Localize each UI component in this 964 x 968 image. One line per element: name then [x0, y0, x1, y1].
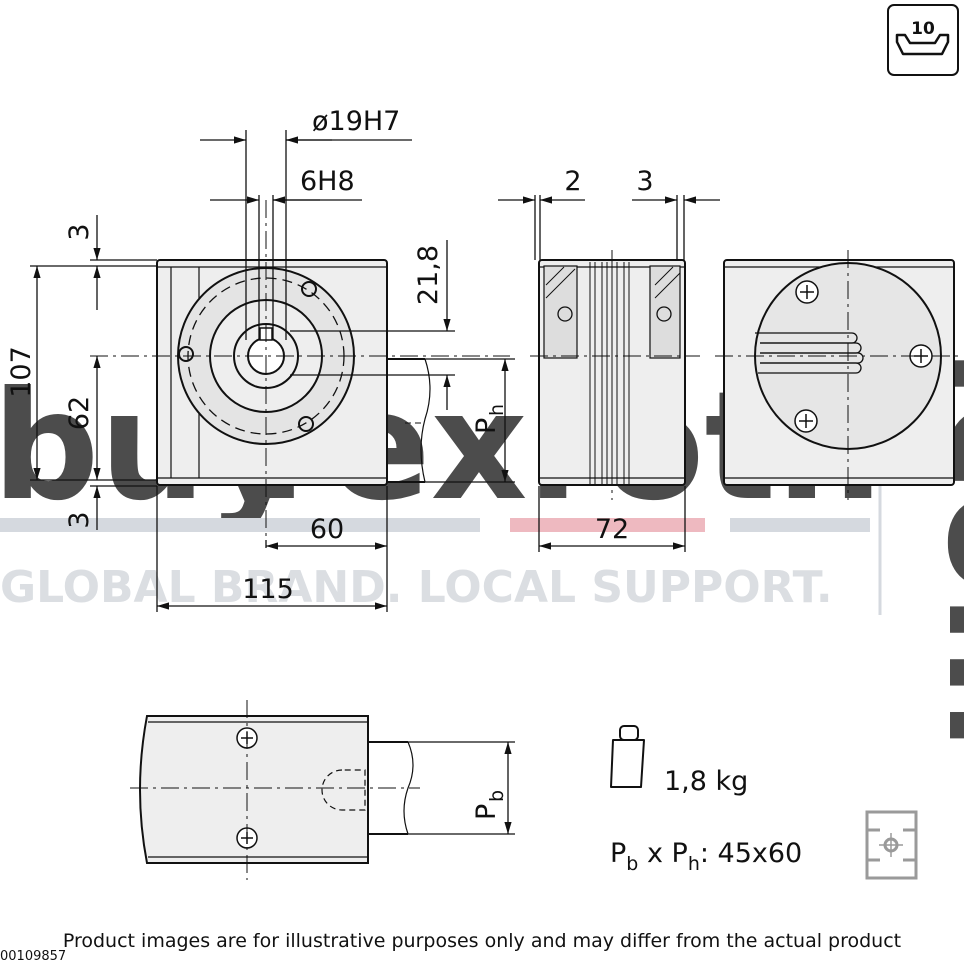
- dim-axis-to-side: 60: [310, 514, 344, 545]
- weight-value: 1,8 kg: [664, 766, 748, 797]
- top-view: [139, 715, 414, 864]
- watermark-tagline: GLOBAL BRAND. LOCAL SUPPORT.: [0, 562, 833, 613]
- dim-top-offset: 3: [64, 223, 95, 240]
- dim-side-width: 72: [595, 514, 629, 545]
- rear-view: [723, 259, 955, 486]
- torque-nut-icon: [895, 33, 950, 56]
- section-view: [538, 259, 686, 486]
- rear-centerlines: [715, 250, 960, 500]
- profile-section-icon: [865, 810, 918, 880]
- svg-text:P: P: [471, 418, 502, 434]
- dim-pb: P b: [471, 790, 508, 820]
- svg-text:b: b: [486, 790, 508, 802]
- part-number: 00109857: [0, 949, 66, 964]
- front-dimensions: [30, 130, 515, 612]
- top-centerlines: [130, 700, 420, 880]
- dim-bottom-offset: 3: [64, 511, 95, 528]
- watermark-bar-grey-2: [730, 518, 870, 532]
- dim-right-wall: 3: [636, 166, 653, 197]
- svg-text:P: P: [471, 804, 502, 820]
- watermark-bar-red: [510, 518, 705, 532]
- weight-icon: [610, 725, 645, 788]
- dim-offset-depth: 21,8: [413, 245, 444, 305]
- dim-left-wall: 2: [564, 166, 581, 197]
- dim-width-total: 115: [242, 574, 294, 605]
- front-view: [156, 259, 431, 486]
- dim-ph: P h: [471, 404, 508, 434]
- rear-screws: [794, 280, 933, 433]
- dim-keyway: 6H8: [300, 166, 355, 197]
- front-centerlines: [90, 200, 510, 548]
- section-centerlines: [530, 250, 700, 500]
- section-dimensions: [498, 195, 720, 552]
- dim-height-axis: 62: [64, 396, 95, 430]
- dim-height-total: 107: [6, 346, 37, 398]
- nut-size-badge: 10: [887, 4, 959, 76]
- profile-spec: Pb x Ph: 45x60: [610, 838, 802, 875]
- watermark-bar-grey-1: [0, 518, 480, 532]
- svg-text:h: h: [486, 404, 508, 416]
- top-dimensions: [408, 741, 515, 835]
- badge-value: 10: [911, 19, 935, 39]
- dim-bore: ø19H7: [312, 106, 400, 137]
- disclaimer-text: Product images are for illustrative purp…: [63, 930, 901, 952]
